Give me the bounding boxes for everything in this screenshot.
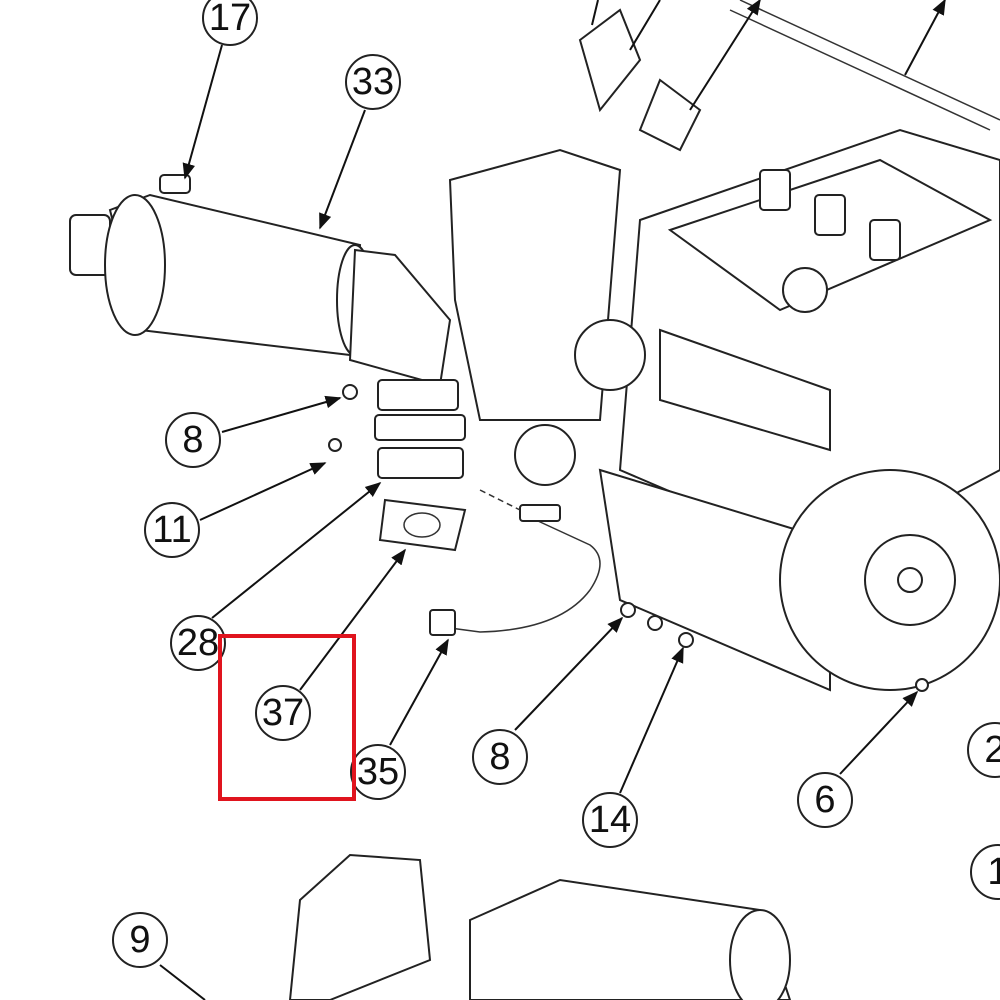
callout-label: 6 [814,779,835,821]
callout-6[interactable]: 6 [797,772,853,828]
callout-37[interactable]: 37 [255,685,311,741]
hardware [620,602,929,692]
callout-11[interactable]: 11 [144,502,200,558]
leader-lines [159,0,946,1000]
highlight-box [218,634,356,801]
callout-label: 2 [984,729,1000,771]
callout-label: 11 [152,509,191,551]
callout-label: 8 [182,419,203,461]
callout-8-lower[interactable]: 8 [472,729,528,785]
callout-label: 1 [987,851,1000,893]
callout-label: 33 [352,61,394,103]
callout-label: 35 [357,751,399,793]
lower-assemblies [288,853,792,1000]
o2-sensor-harness [429,489,601,636]
intake-flange-stack [328,379,467,552]
callout-label: 14 [589,799,631,841]
callout-label: 9 [129,919,150,961]
callout-9[interactable]: 9 [112,912,168,968]
callout-33[interactable]: 33 [345,54,401,110]
callout-label: 17 [209,0,251,39]
callout-label: 37 [262,692,304,734]
callout-label: 28 [177,622,219,664]
callout-2-partial[interactable]: 2 [967,722,1000,778]
callout-14[interactable]: 14 [582,792,638,848]
callout-label: 8 [489,736,510,778]
air-filter [69,174,452,387]
callout-35[interactable]: 35 [350,744,406,800]
callout-17[interactable]: 17 [202,0,258,46]
engine [448,0,1000,692]
callout-1-partial[interactable]: 1 [970,844,1000,900]
callout-8-upper[interactable]: 8 [165,412,221,468]
callout-28[interactable]: 28 [170,615,226,671]
